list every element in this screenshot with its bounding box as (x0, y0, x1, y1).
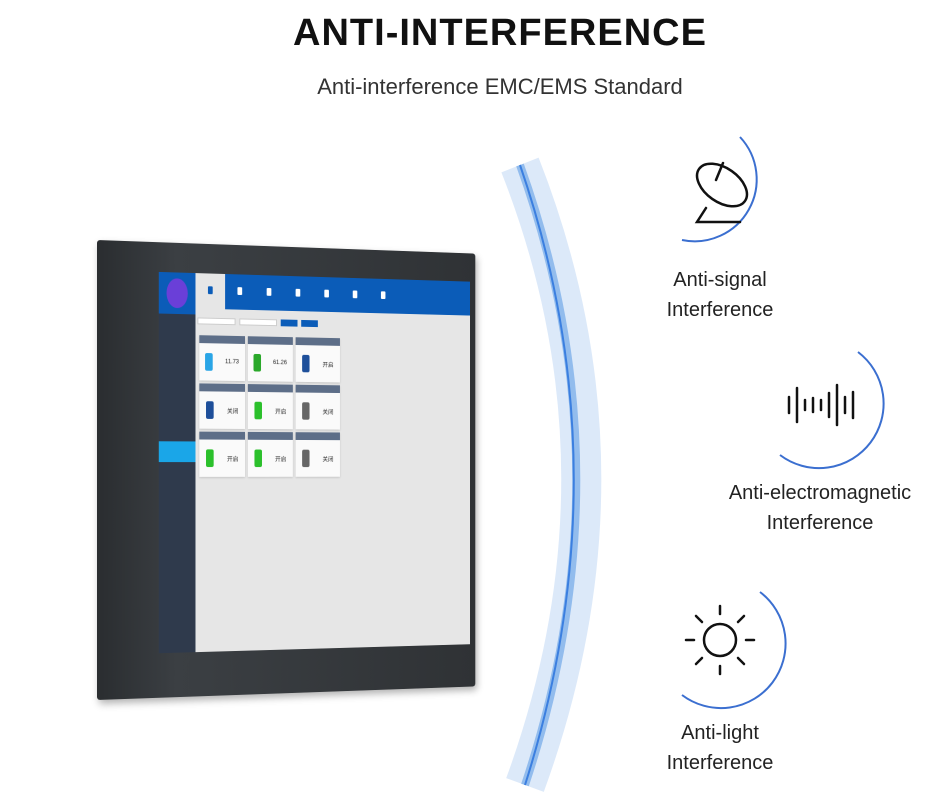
device-card: 开启 (247, 431, 293, 477)
device-card: 开启 (247, 384, 293, 430)
device-card: 开启 (295, 337, 340, 383)
menu-icon (159, 314, 196, 339)
feature-anti-light: Anti-light Interference (620, 718, 820, 778)
app-logo (158, 271, 196, 315)
screen-filter-bar (197, 317, 318, 328)
screen-topbar (195, 273, 471, 316)
card-header (295, 432, 340, 441)
feature-anti-electromagnetic: Anti-electromagnetic Interference (700, 478, 940, 538)
card-value: 关闭 (226, 408, 239, 415)
sun-icon (684, 604, 756, 676)
feature-label: Anti-electromagnetic (728, 482, 912, 504)
page-subtitle: Anti-interference EMC/EMS Standard (317, 74, 683, 99)
screen-input (239, 318, 277, 327)
card-value: 开启 (275, 456, 287, 463)
screen-tab (312, 277, 341, 313)
fan-icon (206, 401, 214, 419)
sidebar-item (159, 420, 196, 441)
card-value: 开启 (226, 456, 239, 463)
device-card: 开启 (199, 431, 246, 477)
screen-button (280, 319, 298, 327)
gauge-icon (205, 353, 214, 371)
screen-tab (225, 274, 254, 310)
feature-label: Interference (666, 752, 774, 774)
device-card: 关闭 (295, 384, 340, 430)
device-card: 61.26 (247, 336, 293, 382)
feature-label: Interference (766, 512, 874, 534)
device-card: 关闭 (199, 383, 246, 429)
sidebar-item (159, 337, 196, 358)
feature-arc (681, 591, 787, 710)
screen-tab (254, 275, 283, 311)
feature-anti-signal: Anti-signal Interference (620, 265, 820, 325)
device-card: 关闭 (295, 432, 340, 477)
screen-sidebar (158, 271, 196, 654)
valve-icon (254, 401, 262, 420)
valve-icon (206, 449, 214, 468)
valve-icon (302, 449, 310, 468)
card-value: 开启 (322, 362, 334, 369)
screen-tab (284, 276, 313, 312)
feature-arc (681, 136, 758, 243)
feature-arc (779, 351, 885, 470)
screen-select (197, 317, 236, 326)
sidebar-item (159, 379, 196, 400)
card-header (247, 431, 293, 440)
level-icon (253, 353, 262, 372)
screen-button (301, 319, 318, 328)
sidebar-item (159, 400, 196, 421)
sidebar-item (159, 358, 196, 379)
device-card: 11.73 (199, 335, 246, 382)
card-value: 关闭 (322, 409, 334, 416)
screen-tab (369, 278, 397, 313)
valve-icon (254, 449, 262, 468)
page-title: ANTI-INTERFERENCE (293, 12, 707, 54)
sidebar-item-active (158, 441, 196, 463)
satellite-dish-icon (694, 161, 749, 224)
screen-tab (195, 273, 226, 310)
fan-icon (302, 354, 310, 373)
waveform-icon (787, 383, 855, 427)
card-value: 关闭 (322, 456, 334, 463)
feature-label: Anti-signal (673, 269, 767, 291)
feature-label: Anti-light (681, 722, 759, 744)
card-value: 11.73 (225, 359, 239, 366)
screen-tab (341, 278, 369, 313)
card-value: 61.26 (272, 360, 288, 367)
feature-label: Interference (666, 299, 774, 321)
card-value: 开启 (275, 409, 287, 416)
card-header (199, 431, 246, 440)
valve-icon (302, 402, 310, 420)
